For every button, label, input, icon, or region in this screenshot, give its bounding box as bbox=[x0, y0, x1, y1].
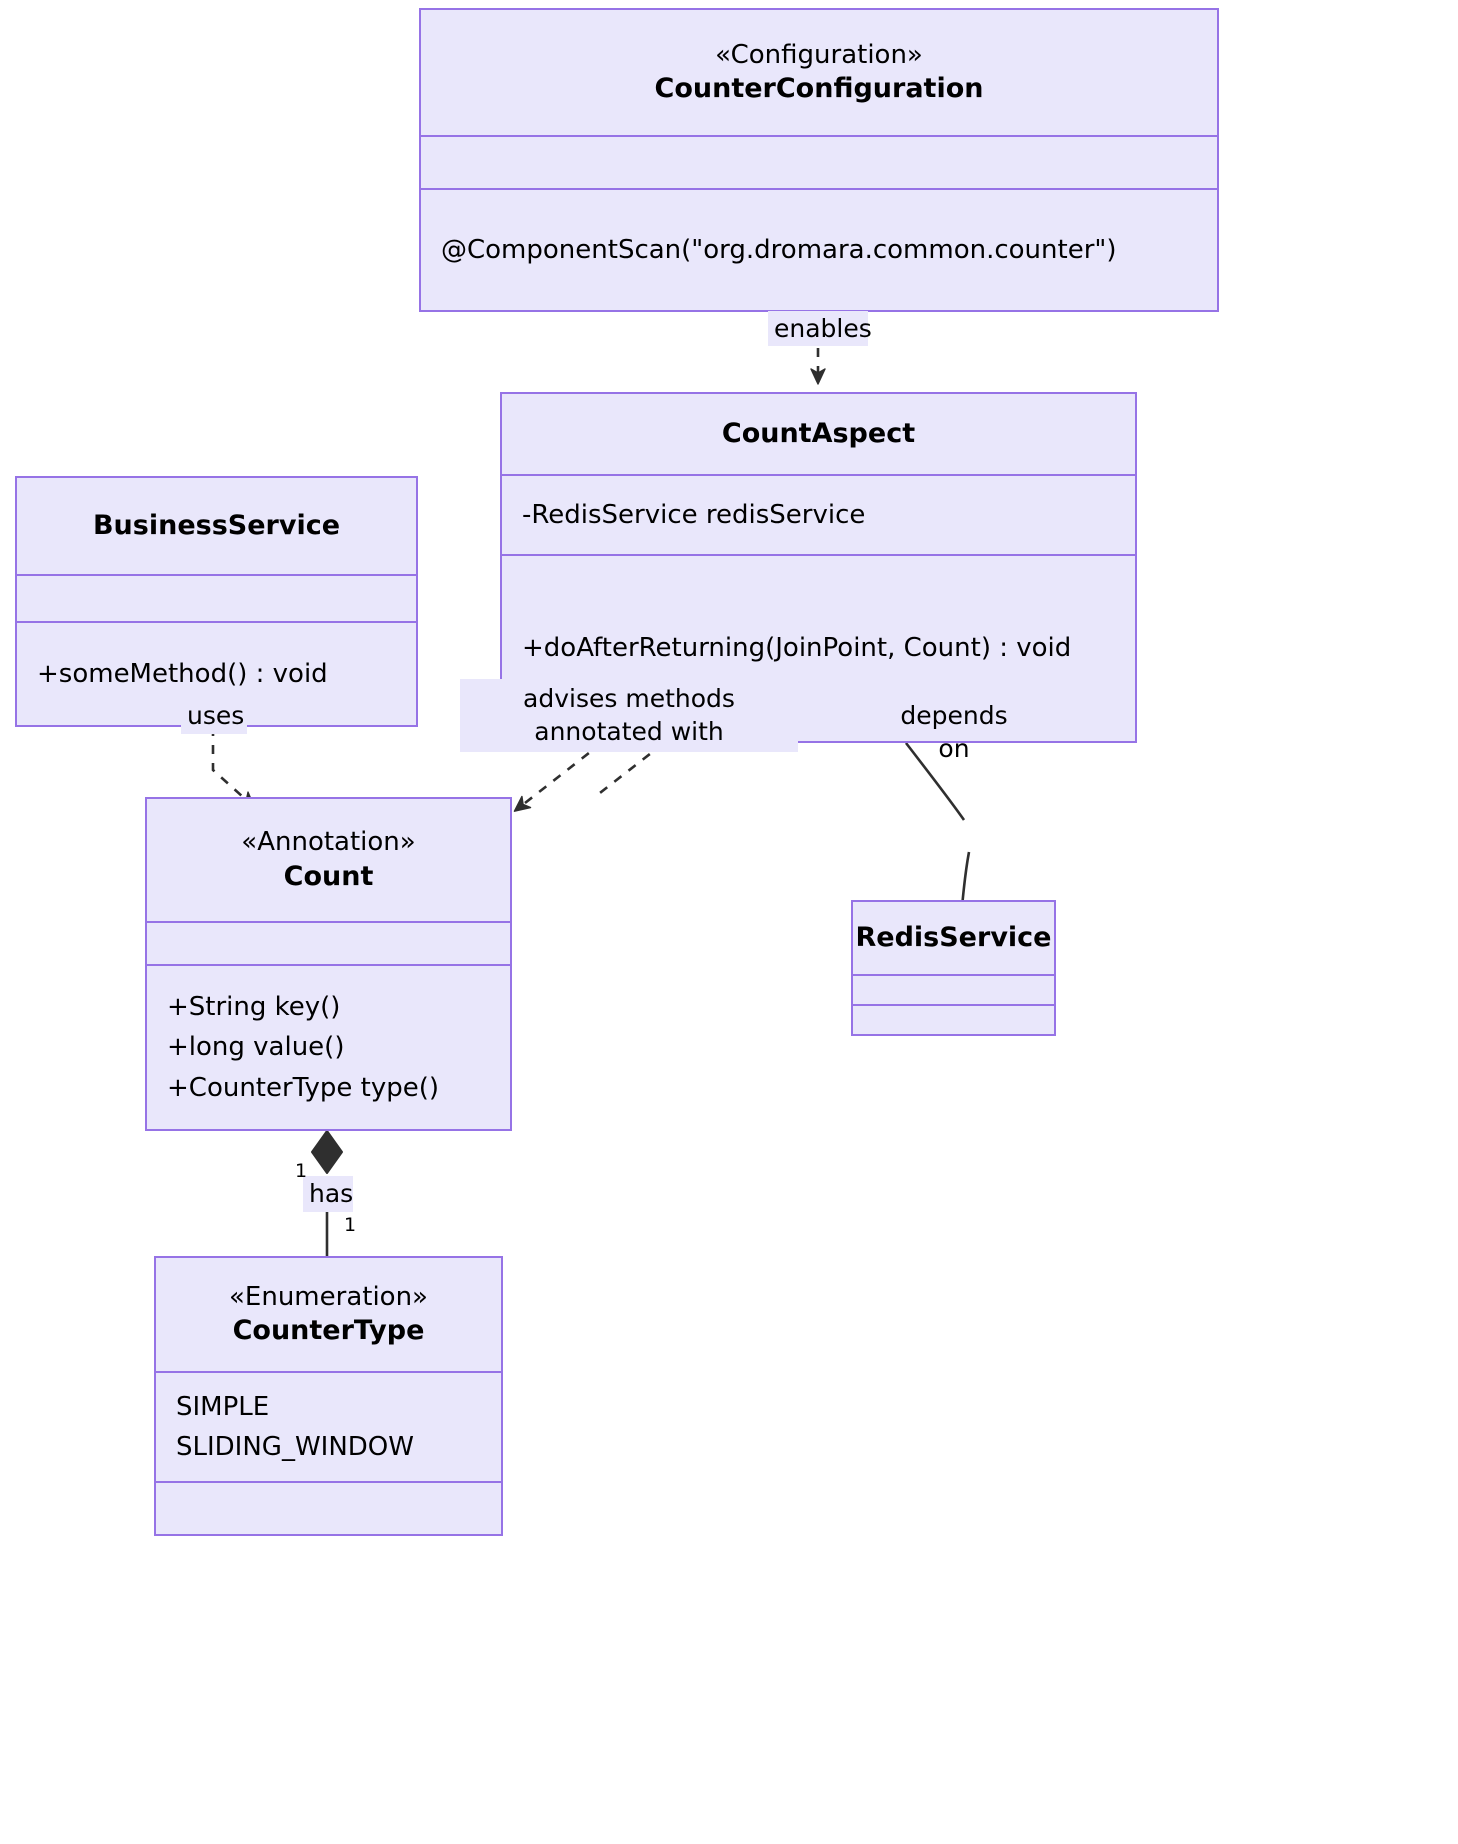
class-name: CountAspect bbox=[721, 418, 916, 450]
class-attributes-compartment: SIMPLE SLIDING_WINDOW bbox=[156, 1371, 501, 1481]
class-method: +String key() bbox=[167, 992, 341, 1023]
class-box-count[interactable]: «Annotation» Count +String key() +long v… bbox=[145, 797, 512, 1131]
class-title-compartment: BusinessService bbox=[17, 478, 416, 574]
class-attributes-compartment: -RedisService redisService bbox=[502, 474, 1135, 554]
edge-label-advises: advises methods annotated with bbox=[460, 679, 798, 752]
edge-label-uses: uses bbox=[181, 698, 247, 734]
class-attributes-compartment bbox=[147, 921, 510, 964]
class-title-compartment: «Enumeration» CounterType bbox=[156, 1258, 501, 1371]
class-title-compartment: «Configuration» CounterConfiguration bbox=[421, 10, 1217, 135]
class-method: +CounterType type() bbox=[167, 1072, 440, 1103]
class-method: +long value() bbox=[167, 1032, 345, 1063]
edge-label-depends-on: depends on bbox=[878, 698, 1030, 763]
class-attributes-compartment bbox=[421, 135, 1217, 188]
enum-literal: SLIDING_WINDOW bbox=[176, 1432, 414, 1462]
enum-literal: SIMPLE bbox=[176, 1391, 270, 1422]
class-name: Count bbox=[283, 860, 374, 892]
class-method: +someMethod() : void bbox=[37, 658, 328, 689]
class-stereotype: «Enumeration» bbox=[229, 1281, 428, 1312]
edge-uses bbox=[211, 727, 256, 809]
class-method: +doAfterReturning(JoinPoint, Count) : vo… bbox=[522, 633, 1072, 664]
class-attribute: -RedisService redisService bbox=[522, 499, 866, 530]
class-methods-compartment bbox=[156, 1481, 501, 1534]
class-name: CounterConfiguration bbox=[654, 73, 984, 105]
class-name: RedisService bbox=[855, 922, 1052, 954]
class-box-counter-type[interactable]: «Enumeration» CounterType SIMPLE SLIDING… bbox=[154, 1256, 503, 1536]
class-title-compartment: RedisService bbox=[853, 902, 1054, 974]
edge-label-has: has bbox=[303, 1176, 353, 1212]
multiplicity-target-has: 1 bbox=[344, 1214, 357, 1236]
class-methods-compartment: @ComponentScan("org.dromara.common.count… bbox=[421, 188, 1217, 310]
class-box-business-service[interactable]: BusinessService +someMethod() : void bbox=[15, 476, 418, 727]
class-stereotype: «Configuration» bbox=[715, 39, 923, 70]
class-methods-compartment: +String key() +long value() +CounterType… bbox=[147, 964, 510, 1129]
edge-advises bbox=[513, 740, 665, 812]
multiplicity-source-has: 1 bbox=[295, 1160, 308, 1182]
class-title-compartment: «Annotation» Count bbox=[147, 799, 510, 921]
class-attributes-compartment bbox=[853, 974, 1054, 1004]
class-title-compartment: CountAspect bbox=[502, 394, 1135, 474]
class-name: CounterType bbox=[232, 1315, 425, 1347]
class-methods-compartment bbox=[853, 1004, 1054, 1034]
class-box-redis-service[interactable]: RedisService bbox=[851, 900, 1056, 1036]
class-name: BusinessService bbox=[92, 510, 341, 542]
class-methods-compartment: +someMethod() : void bbox=[17, 621, 416, 725]
class-box-counter-configuration[interactable]: «Configuration» CounterConfiguration @Co… bbox=[419, 8, 1219, 312]
edge-label-enables: enables bbox=[768, 311, 872, 346]
class-stereotype: «Annotation» bbox=[241, 827, 416, 858]
class-attributes-compartment bbox=[17, 574, 416, 621]
class-method: @ComponentScan("org.dromara.common.count… bbox=[441, 234, 1117, 265]
class-methods-compartment: +doAfterReturning(JoinPoint, Count) : vo… bbox=[502, 554, 1135, 741]
